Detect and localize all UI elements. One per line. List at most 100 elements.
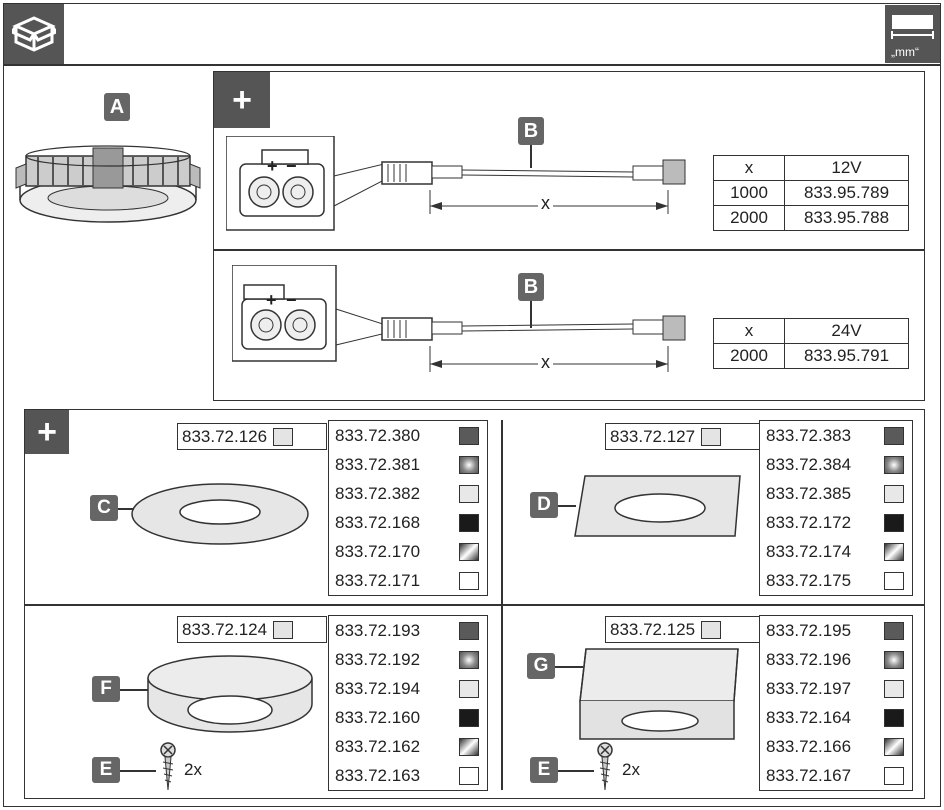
connector-detail-2 <box>232 265 387 362</box>
list-item: 833.72.163 <box>329 761 487 790</box>
color-swatch <box>884 542 904 561</box>
label-f: F <box>92 676 120 702</box>
color-swatch <box>459 513 479 532</box>
table-cell: 833.95.791 <box>784 343 909 369</box>
unit-label: „mm“ <box>891 45 919 59</box>
measure-icon: „mm“ <box>885 5 940 63</box>
color-swatch <box>459 650 479 669</box>
color-swatch <box>459 426 479 445</box>
color-swatch <box>459 708 479 727</box>
screw-count-g: 2x <box>622 760 640 779</box>
label-g: G <box>527 653 555 679</box>
table-header: 12V <box>784 155 909 181</box>
connector-detail-1 <box>226 136 385 231</box>
cover-code-d: 833.72.127 <box>605 423 760 450</box>
list-item: 833.72.167 <box>760 761 912 790</box>
dim-label-1: x <box>538 193 553 214</box>
plus-badge-cables: + <box>214 72 270 128</box>
label-e-f: E <box>92 757 120 783</box>
plus-badge-covers: + <box>25 410 69 454</box>
label-d: D <box>530 492 558 518</box>
label-b-2: B <box>518 273 544 301</box>
polarity-plus-2: + <box>266 290 277 310</box>
cover-list-d: 833.72.383 833.72.384 833.72.385 833.72.… <box>759 420 913 596</box>
list-item: 833.72.170 <box>329 537 487 566</box>
cover-list-f: 833.72.193 833.72.192 833.72.194 833.72.… <box>328 615 488 791</box>
color-swatch <box>884 484 904 503</box>
color-swatch <box>459 571 479 590</box>
screw-count-f: 2x <box>184 760 202 779</box>
label-e-g: E <box>530 757 558 783</box>
surface-cover-g <box>579 648 739 740</box>
list-item: 833.72.193 <box>329 616 487 645</box>
box-icon <box>4 4 64 64</box>
cable-drawing-1 <box>381 159 686 214</box>
led-spot-a <box>15 145 201 223</box>
list-item: 833.72.160 <box>329 703 487 732</box>
table-cell: 1000 <box>713 180 785 206</box>
color-swatch <box>884 455 904 474</box>
list-item: 833.72.384 <box>760 450 912 479</box>
list-item: 833.72.164 <box>760 703 912 732</box>
color-swatch <box>884 513 904 532</box>
table-header: x <box>713 318 785 344</box>
color-swatch <box>884 766 904 785</box>
list-item: 833.72.172 <box>760 508 912 537</box>
list-item: 833.72.196 <box>760 645 912 674</box>
color-swatch <box>459 455 479 474</box>
list-item: 833.72.166 <box>760 732 912 761</box>
color-swatch <box>459 766 479 785</box>
screw-icon <box>597 742 613 791</box>
surface-cover-f <box>147 655 313 733</box>
label-c: C <box>90 495 118 521</box>
table-cell: 833.95.788 <box>784 205 909 231</box>
square-cover-d <box>574 475 741 537</box>
list-item: 833.72.194 <box>329 674 487 703</box>
header-divider <box>3 64 941 66</box>
label-a: A <box>104 93 130 121</box>
list-item: 833.72.195 <box>760 616 912 645</box>
color-swatch <box>459 621 479 640</box>
cover-code-f: 833.72.124 <box>177 616 327 643</box>
color-swatch <box>884 571 904 590</box>
color-swatch <box>459 737 479 756</box>
color-swatch <box>884 737 904 756</box>
cover-code-g: 833.72.125 <box>605 616 760 643</box>
list-item: 833.72.197 <box>760 674 912 703</box>
table-header: x <box>713 155 785 181</box>
list-item: 833.72.382 <box>329 479 487 508</box>
list-item: 833.72.383 <box>760 421 912 450</box>
round-cover-c <box>131 483 309 545</box>
color-swatch <box>884 426 904 445</box>
list-item: 833.72.171 <box>329 566 487 595</box>
cover-list-g: 833.72.195 833.72.196 833.72.197 833.72.… <box>759 615 913 791</box>
cable-drawing-2 <box>381 315 686 372</box>
label-b-1: B <box>518 117 544 145</box>
list-item: 833.72.381 <box>329 450 487 479</box>
list-item: 833.72.380 <box>329 421 487 450</box>
table-cell: 2000 <box>713 343 785 369</box>
dim-label-2: x <box>538 352 553 373</box>
polarity-minus-2: − <box>286 290 297 310</box>
table-cell: 833.95.789 <box>784 180 909 206</box>
list-item: 833.72.168 <box>329 508 487 537</box>
table-header: 24V <box>784 318 909 344</box>
screw-icon <box>160 742 176 791</box>
color-swatch <box>459 484 479 503</box>
color-swatch <box>884 708 904 727</box>
color-swatch <box>884 650 904 669</box>
cable-frame <box>213 71 925 401</box>
color-swatch <box>459 679 479 698</box>
list-item: 833.72.174 <box>760 537 912 566</box>
table-cell: 2000 <box>713 205 785 231</box>
color-swatch <box>459 542 479 561</box>
polarity-plus-1: + <box>267 156 278 176</box>
list-item: 833.72.162 <box>329 732 487 761</box>
list-item: 833.72.385 <box>760 479 912 508</box>
polarity-minus-1: − <box>286 156 297 176</box>
cable-divider <box>213 249 925 251</box>
color-swatch <box>884 679 904 698</box>
color-swatch <box>884 621 904 640</box>
